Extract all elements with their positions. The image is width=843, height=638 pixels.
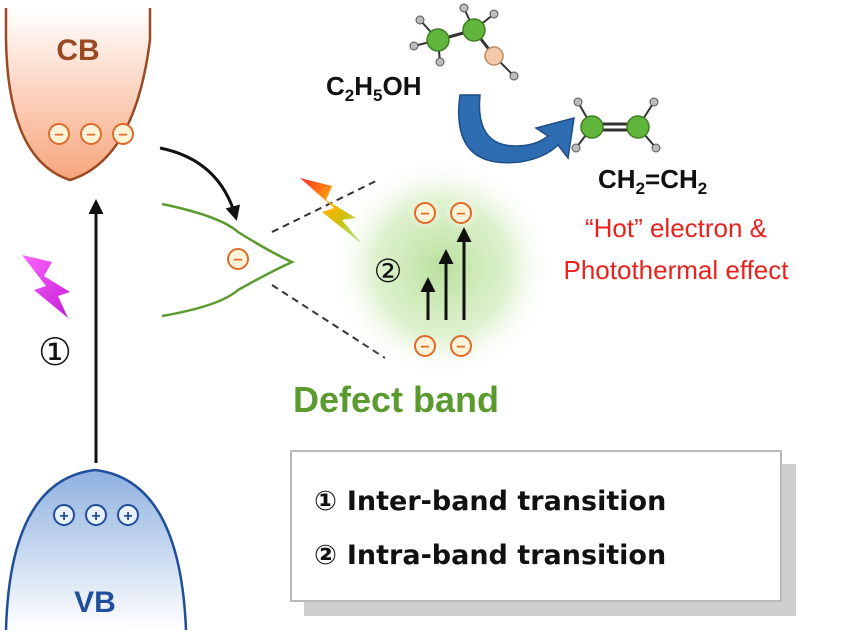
cb-label: CB xyxy=(56,34,99,67)
legend-text: Inter-band transition xyxy=(346,486,667,517)
svg-text:+: + xyxy=(91,508,100,525)
vb-label: VB xyxy=(74,586,116,619)
legend-number: ① xyxy=(314,486,337,517)
defect-glow xyxy=(330,156,554,380)
electron xyxy=(414,335,436,357)
cb-electrons: − − − xyxy=(48,123,134,145)
valence-band xyxy=(4,468,188,631)
inter-band-marker: ① xyxy=(38,330,72,374)
legend-item-intra-band: ② Intra-band transition xyxy=(314,540,666,571)
hole xyxy=(53,504,75,526)
electron xyxy=(112,123,134,145)
svg-text:+: + xyxy=(59,508,68,525)
legend-number: ② xyxy=(314,540,337,571)
svg-text:−: − xyxy=(420,206,429,223)
defect-band-shape xyxy=(161,202,296,318)
svg-text:−: − xyxy=(118,127,127,144)
svg-text:−: − xyxy=(54,127,63,144)
ethylene-formula: CH2=CH2 xyxy=(598,164,707,198)
ethylene-molecule-icon xyxy=(571,97,661,153)
hole xyxy=(117,504,139,526)
zoom-line xyxy=(271,179,379,233)
intra-band-marker: ② xyxy=(374,252,403,290)
effect-line-1: “Hot” electron & xyxy=(585,213,767,243)
electron xyxy=(450,202,472,224)
legend-text: Intra-band transition xyxy=(346,540,667,571)
electron xyxy=(48,123,70,145)
vb-holes: + + + xyxy=(53,504,139,526)
effect-line-2: Photothermal effect xyxy=(564,255,790,285)
svg-text:−: − xyxy=(86,127,95,144)
electron xyxy=(414,202,436,224)
svg-text:+: + xyxy=(123,508,132,525)
legend-item-inter-band: ① Inter-band transition xyxy=(314,486,666,517)
ethanol-formula: C2H5OH xyxy=(326,71,422,105)
ethanol-molecule-icon xyxy=(409,3,519,81)
light-bolt-icon xyxy=(22,255,70,318)
legend: ① Inter-band transition ② Intra-band tra… xyxy=(290,450,782,602)
svg-text:−: − xyxy=(456,206,465,223)
relaxation-arrow xyxy=(159,146,241,221)
defect-band-label: Defect band xyxy=(293,379,499,420)
reaction-arrow xyxy=(458,94,575,164)
electron xyxy=(80,123,102,145)
svg-text:−: − xyxy=(420,339,429,356)
hole xyxy=(85,504,107,526)
svg-text:−: − xyxy=(233,252,242,269)
electron xyxy=(227,248,249,270)
electron xyxy=(450,335,472,357)
svg-text:−: − xyxy=(456,339,465,356)
